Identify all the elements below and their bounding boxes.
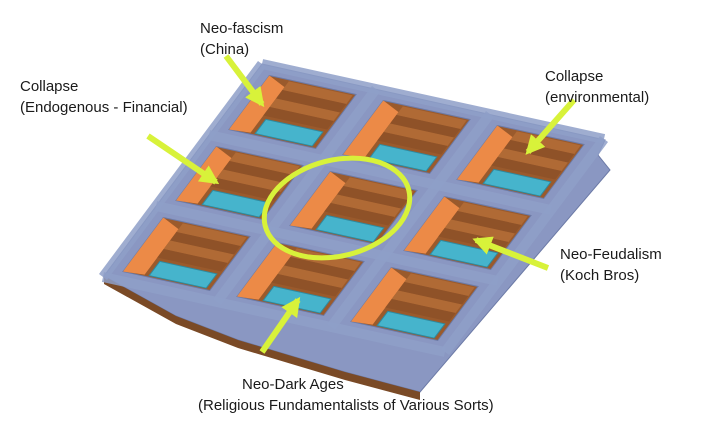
- arrow-neo-feudalism: [472, 236, 550, 271]
- label-collapse-environmental-title: Collapse: [545, 68, 604, 85]
- arrow-neo-dark-ages: [259, 296, 301, 354]
- basin-terrace: [398, 282, 469, 305]
- basin-floor: [315, 214, 385, 243]
- basin-terrace: [497, 148, 568, 171]
- basin-terrace: [491, 157, 562, 180]
- basin-terrace: [263, 107, 334, 130]
- basin-wall-left: [237, 242, 293, 300]
- basin-terrace: [223, 161, 294, 184]
- ridge-line: [154, 201, 500, 286]
- basin-floor: [368, 143, 438, 172]
- basin-floor: [254, 118, 324, 147]
- basin-terrace: [451, 211, 522, 234]
- basin-terrace: [377, 132, 448, 155]
- basin-terrace: [396, 106, 467, 129]
- basin-terrace: [157, 249, 228, 272]
- ridge-line: [101, 272, 447, 357]
- label-neo-feudalism-subtitle: (Koch Bros): [560, 267, 640, 284]
- label-neo-dark-ages-subtitle: (Religious Fundamentalists of Various So…: [198, 397, 494, 414]
- basin-terrace: [457, 202, 528, 225]
- basin-terrace: [330, 194, 401, 217]
- basin-floor: [376, 310, 446, 339]
- arrow-neo-fascism: [223, 54, 265, 108]
- label-collapse-financial: Collapse (Endogenous - Financial): [20, 76, 188, 118]
- label-neo-feudalism: Neo-Feudalism (Koch Bros): [560, 244, 662, 286]
- basin-terrace: [269, 98, 340, 121]
- basin-floor: [201, 189, 271, 218]
- basin-terrace: [282, 81, 353, 104]
- basin-terrace: [284, 257, 355, 280]
- basin-floor: [482, 168, 552, 197]
- basin-terrace: [343, 177, 414, 200]
- basin-terrace: [176, 223, 247, 246]
- label-collapse-environmental: Collapse (environmental): [545, 66, 649, 108]
- basin-terrace: [170, 232, 241, 255]
- basin-terrace: [277, 265, 348, 288]
- basin-terrace: [390, 115, 461, 138]
- highlight-ring: [261, 155, 413, 261]
- basin-terrace: [383, 123, 454, 146]
- landscape-underside: [104, 276, 420, 400]
- ridge-line: [440, 136, 609, 355]
- label-neo-dark-ages: Neo-Dark Ages (Religious Fundamentalists…: [198, 374, 494, 416]
- basin-terrace: [271, 274, 342, 297]
- ridge-line: [326, 111, 495, 330]
- label-neo-feudalism-title: Neo-Feudalism: [560, 246, 662, 263]
- label-collapse-environmental-subtitle: (environmental): [545, 89, 650, 106]
- label-collapse-financial-title: Collapse: [20, 78, 79, 95]
- basin-terrace: [324, 203, 395, 226]
- ridge-line: [212, 86, 381, 305]
- label-neo-fascism-title: Neo-fascism: [200, 20, 284, 37]
- label-neo-fascism-subtitle: (China): [200, 41, 250, 58]
- ridge-line: [207, 130, 553, 215]
- ridge-line: [98, 61, 267, 280]
- label-neo-fascism: Neo-fascism (China): [200, 18, 283, 60]
- basin-terrace: [276, 90, 347, 113]
- arrow-collapse-financial: [146, 133, 220, 185]
- label-neo-dark-ages-title: Neo-Dark Ages: [242, 376, 344, 393]
- basin-terrace: [229, 152, 300, 175]
- basin-wall-left: [404, 196, 460, 254]
- basin-wall-left: [457, 125, 513, 183]
- basin-terrace: [391, 290, 462, 313]
- basin-terrace: [444, 219, 515, 242]
- basin-terrace: [216, 169, 287, 192]
- basin-terrace: [385, 299, 456, 322]
- basin-terrace: [210, 178, 281, 201]
- basin-terrace: [337, 186, 408, 209]
- arrow-collapse-environmental: [525, 98, 577, 155]
- basin-wall-left: [123, 217, 179, 275]
- basin-terrace: [163, 240, 234, 263]
- basin-wall-left: [290, 171, 346, 229]
- label-collapse-financial-subtitle: (Endogenous - Financial): [20, 99, 188, 116]
- basin-wall-left: [351, 267, 407, 325]
- basin-wall-left: [343, 100, 399, 158]
- basin-floor: [148, 260, 218, 289]
- basin-terrace: [404, 273, 475, 296]
